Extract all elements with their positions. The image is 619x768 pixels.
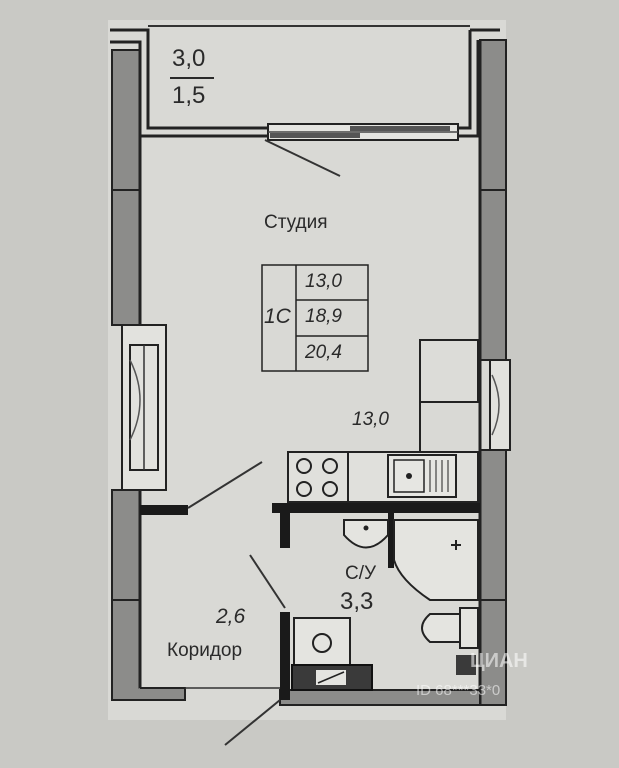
living-area: 13,0	[305, 271, 342, 292]
bathroom-sink	[343, 519, 389, 549]
toilet	[421, 607, 479, 649]
balcony-window	[267, 123, 459, 141]
fridge	[419, 339, 479, 452]
bathroom-door-swing	[249, 554, 286, 609]
bathroom-label: С/У	[345, 563, 377, 584]
total-area-with-balcony: 20,4	[305, 342, 342, 363]
corridor-label: Коридор	[167, 640, 243, 661]
summary-table	[261, 264, 369, 372]
right-wall	[478, 39, 507, 706]
balcony-dim-bottom: 1,5	[172, 82, 206, 109]
utility-box	[291, 664, 373, 691]
studio-door-swing	[187, 461, 263, 509]
stove	[287, 451, 349, 503]
total-area: 18,9	[305, 306, 342, 327]
kitchen-sink	[387, 454, 457, 498]
right-window	[489, 359, 511, 451]
balcony-door-swing	[264, 139, 341, 177]
interior-walls	[140, 503, 480, 700]
washing-machine	[293, 617, 351, 669]
corridor-area: 2,6	[216, 605, 246, 628]
left-window	[121, 324, 167, 491]
watermark-brand: ЦИАН	[470, 650, 528, 672]
shaft	[456, 655, 476, 675]
studio-label: Студия	[264, 212, 328, 233]
dim-divider	[170, 77, 214, 79]
apartment-type: 1С	[264, 305, 291, 328]
studio-area: 13,0	[352, 409, 389, 430]
balcony-dim-top: 3,0	[172, 45, 206, 72]
left-wall	[111, 49, 186, 701]
bathroom-area: 3,3	[340, 588, 374, 615]
shower	[393, 519, 479, 601]
watermark-id: ID 68***33*0	[416, 682, 501, 699]
